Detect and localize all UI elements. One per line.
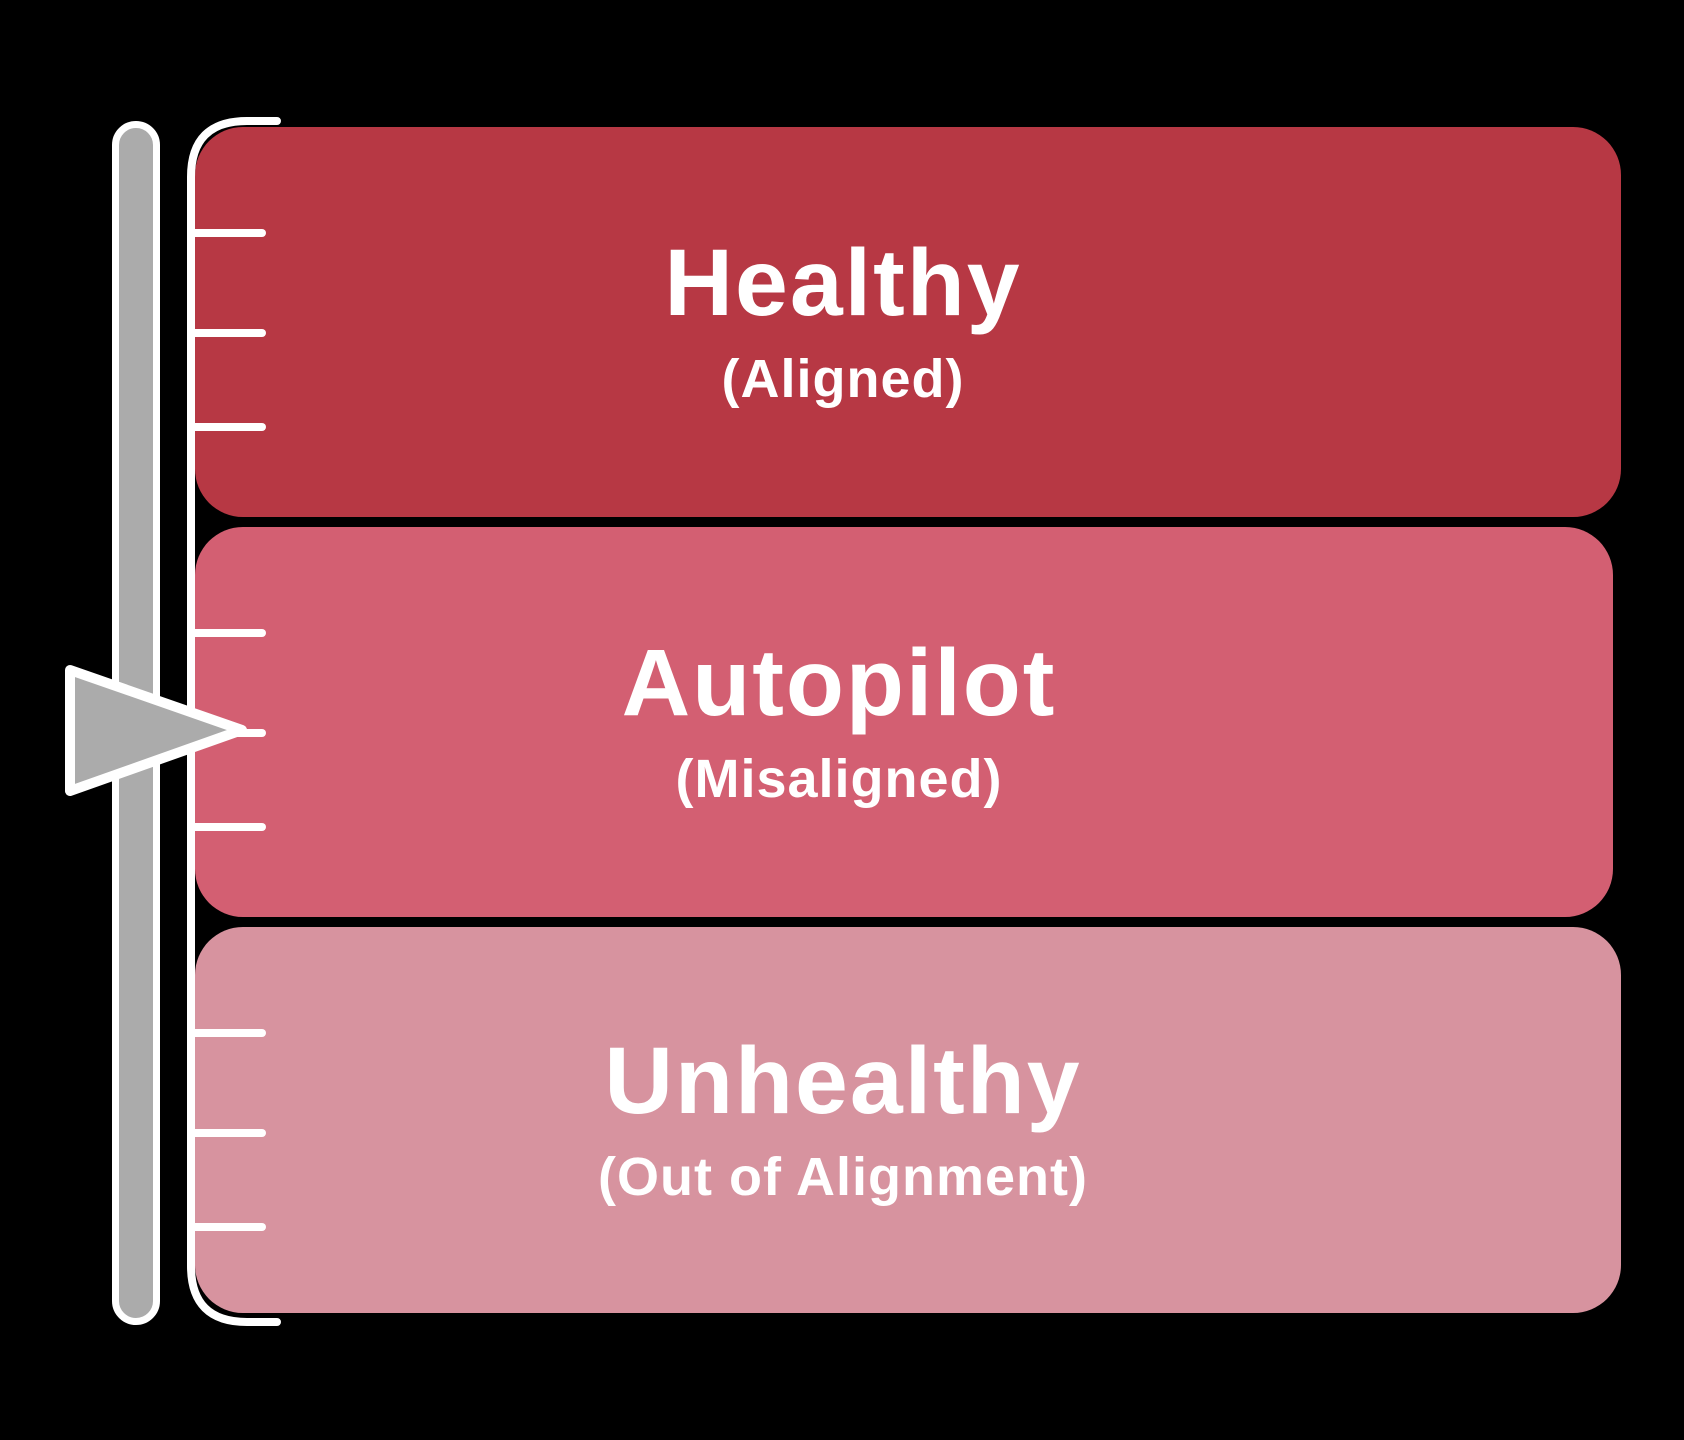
zone-subtitle: (Misaligned)	[675, 748, 1003, 809]
zone-subtitle: (Out of Alignment)	[598, 1146, 1088, 1207]
zone-title: Unhealthy	[604, 1028, 1082, 1135]
slider-track	[112, 121, 160, 1325]
zone-title: Autopilot	[621, 630, 1057, 737]
zone-healthy: Healthy (Aligned)	[195, 127, 1621, 517]
zone-unhealthy: Unhealthy (Out of Alignment)	[195, 927, 1621, 1313]
zone-title: Healthy	[664, 230, 1022, 337]
zone-subtitle: (Aligned)	[721, 348, 965, 409]
zone-autopilot: Autopilot (Misaligned)	[195, 527, 1613, 917]
